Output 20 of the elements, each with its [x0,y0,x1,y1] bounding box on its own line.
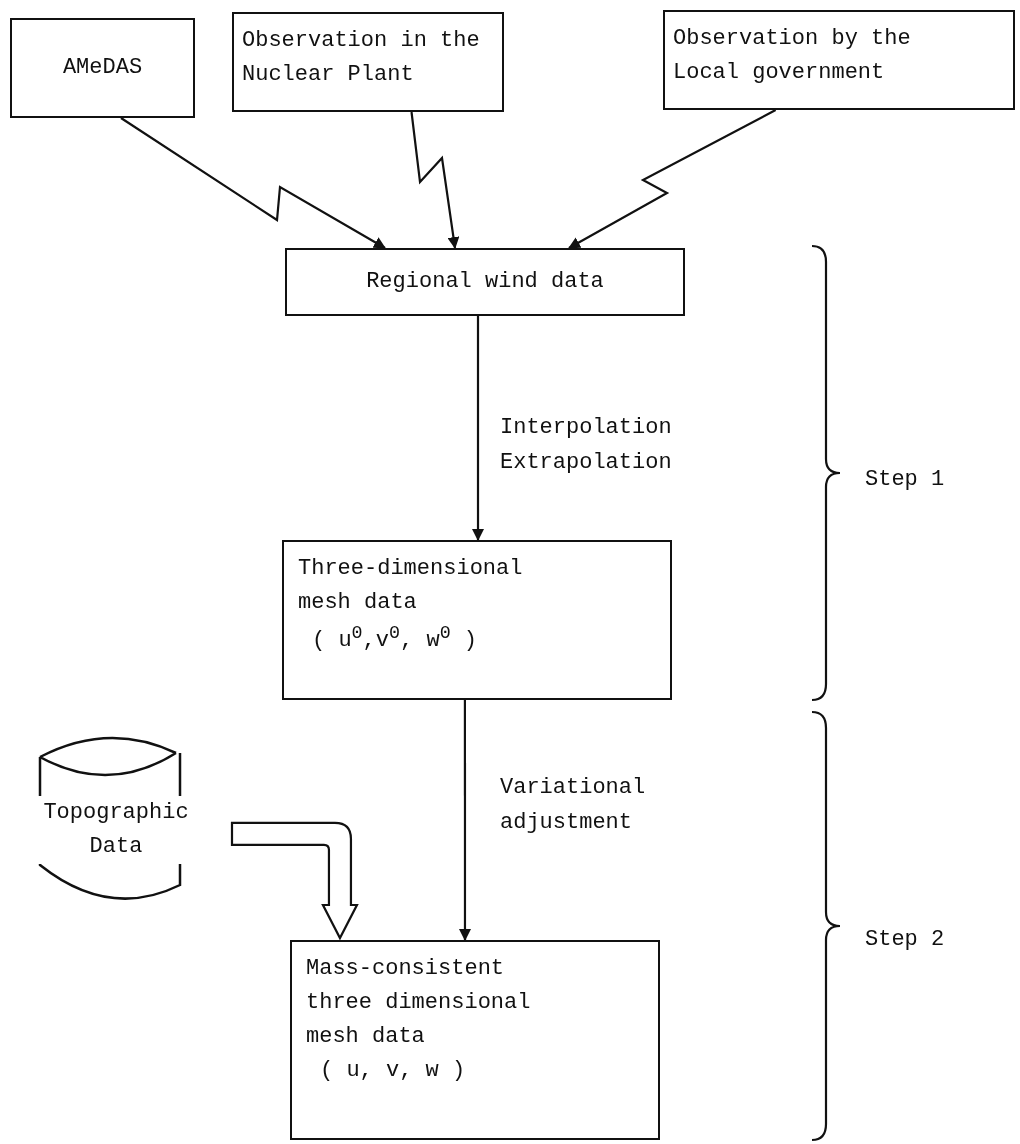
box-text: Mass-consistent three dimensional mesh data [306,955,532,1052]
box-text: Observation by the Local government [673,25,912,88]
process-box [290,940,660,1140]
process-box [232,12,504,112]
arrow [120,117,386,249]
box-text: Three-dimensional mesh data [298,555,524,618]
box-text: AMeDAS [62,53,143,82]
process-box [282,540,672,700]
process-box [10,18,195,118]
arrow [410,111,460,249]
arrow [568,109,777,249]
arrow [459,700,471,941]
process-box [285,248,685,316]
process-box [663,10,1015,110]
hollow-arrow [230,821,359,940]
box-text: Observation in the Nuclear Plant [242,27,481,90]
box-text: Regional wind data [366,267,604,296]
variable-tuple: ( u, v, w ) [319,1057,467,1086]
variable-tuple: ( u$^{0}$,v$^{0}$, w$^{0}$ ) [311,622,479,656]
arrow [472,316,484,541]
